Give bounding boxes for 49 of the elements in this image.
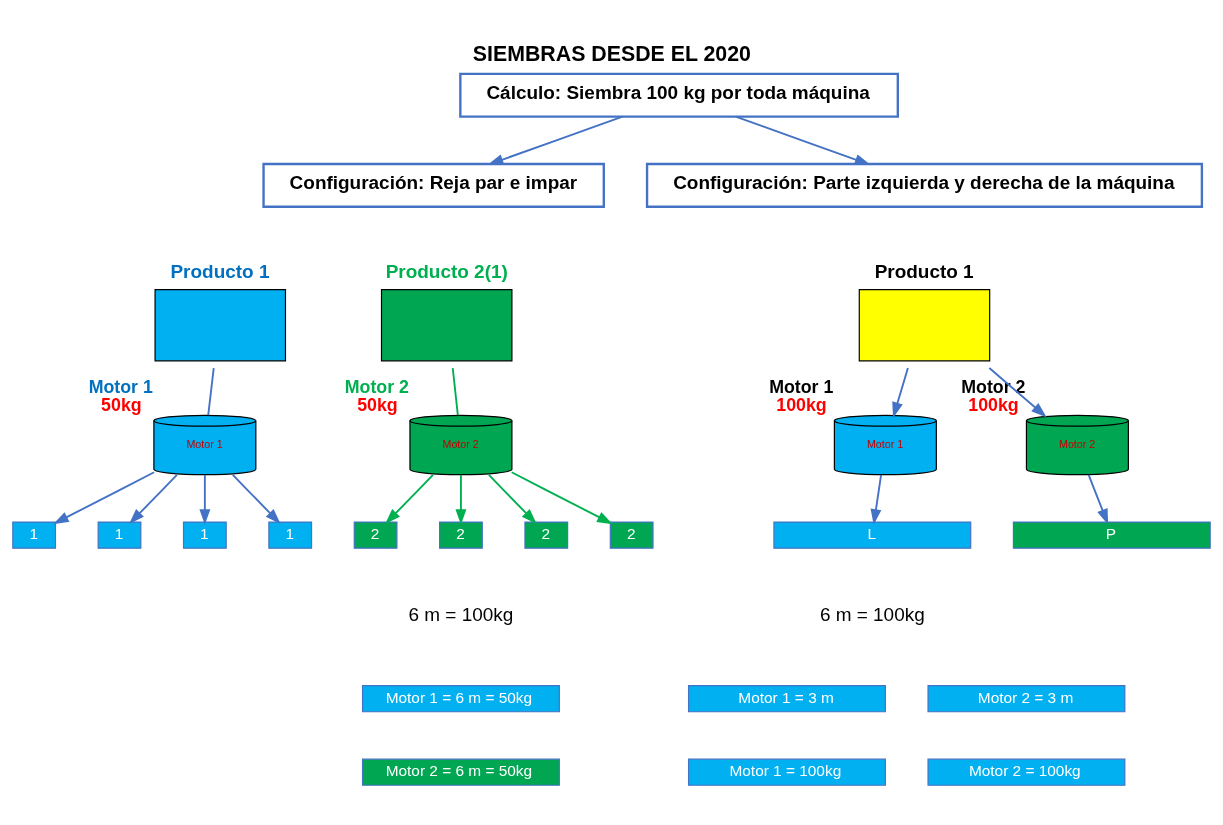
arrow xyxy=(487,473,537,524)
arrow xyxy=(870,473,883,525)
node-box: Configuración: Parte izquierda y derecha de la máquina xyxy=(645,162,1204,208)
node-label: Producto 2(1) xyxy=(385,260,508,282)
arrow xyxy=(199,473,211,525)
node-label: Motor 2 xyxy=(961,376,1026,397)
node-label: Motor 1 xyxy=(769,376,834,397)
arrow xyxy=(988,366,1047,417)
node-box: 2 xyxy=(609,520,654,549)
node-box: 1 xyxy=(97,520,142,549)
node-box: 1 xyxy=(268,520,313,549)
node-box: Motor 2 = 6 m = 50kg xyxy=(361,758,560,786)
arrow xyxy=(892,366,909,418)
node-label: Motor 1 xyxy=(88,376,153,397)
node-box: Configuración: Reja par e impar xyxy=(262,162,605,208)
connector xyxy=(451,366,459,416)
node-box: Motor 1 = 6 m = 50kg xyxy=(361,684,560,712)
node-label: 50kg xyxy=(101,394,142,415)
arrow xyxy=(53,470,156,524)
node-label: 100kg xyxy=(968,394,1019,415)
node-label: Motor 2 xyxy=(344,376,409,397)
node-label: Producto 1 xyxy=(874,260,974,282)
node-box: Motor 2 = 3 m xyxy=(927,684,1126,712)
node-box: 2 xyxy=(353,520,398,549)
node-box: L xyxy=(773,520,972,549)
node-box: P xyxy=(1012,520,1211,549)
label: 6 m = 100kg xyxy=(819,603,925,625)
connector xyxy=(207,366,215,416)
arrow xyxy=(455,473,467,525)
node-label: 50kg xyxy=(357,394,398,415)
arrow xyxy=(129,473,178,524)
node-box: Cálculo: Siembra 100 kg por toda máquina xyxy=(459,72,899,118)
node-label: 100kg xyxy=(776,394,827,415)
node-label: Producto 1 xyxy=(170,260,270,282)
arrow xyxy=(487,115,624,165)
node-box: Motor 1 = 3 m xyxy=(687,684,886,712)
node-box: 1 xyxy=(12,520,57,549)
node-box: Motor 1 = 100kg xyxy=(687,758,886,786)
node-box: 2 xyxy=(524,520,569,549)
arrow xyxy=(385,473,434,524)
node-box: 1 xyxy=(182,520,227,549)
arrow xyxy=(510,470,613,524)
node-box: 2 xyxy=(439,520,483,549)
arrow xyxy=(231,473,281,524)
diagram-title: SIEMBRAS DESDE EL 2020 xyxy=(472,41,751,66)
arrow xyxy=(734,115,871,165)
node-box: Motor 2 = 100kg xyxy=(927,758,1126,786)
arrow xyxy=(1087,473,1109,525)
label: 6 m = 100kg xyxy=(408,603,514,625)
